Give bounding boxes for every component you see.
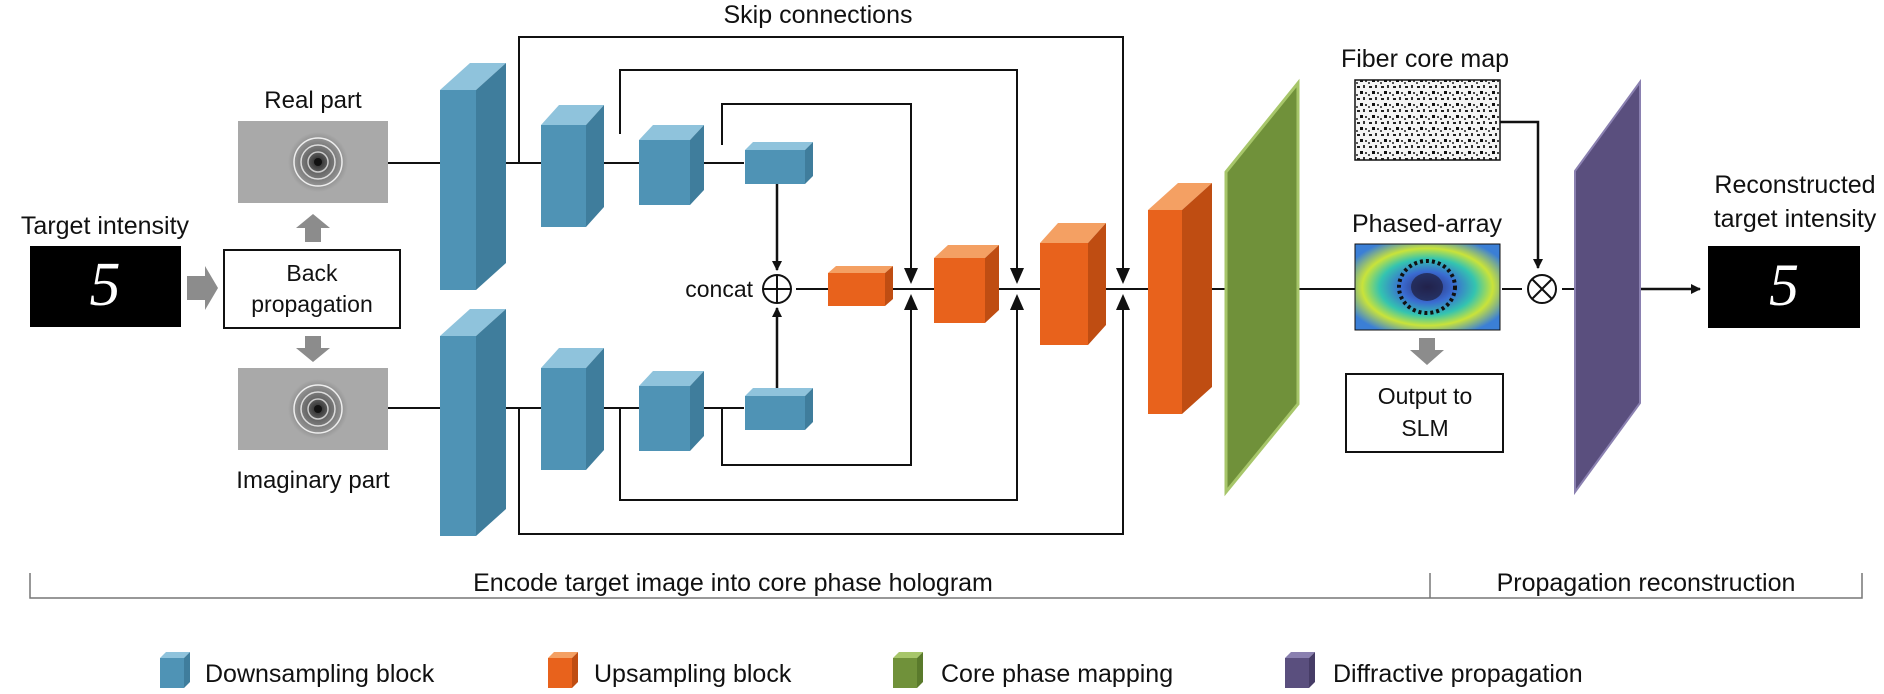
phased-array-image	[1354, 243, 1501, 331]
stage-propagation-label: Propagation reconstruction	[1497, 569, 1796, 597]
output-line2: SLM	[1401, 415, 1448, 441]
legend-label-diffractive: Diffractive propagation	[1333, 660, 1583, 688]
skip-connections-label: Skip connections	[723, 1, 912, 29]
legend-label-downsampling: Downsampling block	[205, 660, 435, 688]
gray-arrow-up-icon	[296, 214, 330, 242]
legend-label-core-phase: Core phase mapping	[941, 660, 1173, 688]
back-propagation-box	[223, 249, 401, 329]
gray-arrow-down-icon	[296, 336, 330, 362]
downsampling-block-2-bottom	[541, 348, 604, 470]
stage-bracket	[29, 573, 1863, 599]
legend-item-downsampling: Downsampling block	[160, 652, 435, 688]
stage-encode-label: Encode target image into core phase holo…	[473, 569, 993, 597]
fiber-core-map-label: Fiber core map	[1341, 45, 1509, 73]
gray-arrow-right-icon	[187, 266, 218, 310]
reconstructed-digit: 5	[1769, 252, 1799, 318]
output-slm-box	[1345, 373, 1504, 453]
downsampling-block-4-bottom	[745, 388, 813, 430]
downsampling-block-1-top	[440, 63, 506, 290]
legend-item-upsampling: Upsampling block	[548, 652, 792, 688]
target-intensity-label: Target intensity	[21, 212, 190, 240]
back-propagation-line2: propagation	[251, 291, 373, 317]
target-digit: 5	[90, 251, 121, 319]
downsampling-block-3-top	[639, 125, 704, 205]
fiber-core-map-image	[1354, 79, 1501, 161]
skip-arrowheads	[904, 268, 1130, 310]
real-part-image	[238, 121, 388, 203]
reconstructed-image	[1708, 246, 1860, 328]
core-phase-mapping-block	[1224, 78, 1300, 497]
diffractive-propagation-block	[1574, 78, 1641, 496]
downsampling-block-2-top	[541, 105, 604, 227]
gray-arrow-down-output-icon	[1410, 338, 1444, 365]
imaginary-part-label: Imaginary part	[236, 467, 390, 494]
imaginary-part-image	[238, 368, 388, 450]
real-part-label: Real part	[264, 87, 362, 114]
downsampling-block-1-bottom	[440, 309, 506, 536]
circle-plus-icon	[762, 274, 792, 304]
legend-item-diffractive: Diffractive propagation	[1285, 652, 1583, 688]
output-line1: Output to	[1378, 383, 1473, 409]
upsampling-block-1	[828, 266, 893, 306]
back-propagation-line1: Back	[286, 260, 338, 286]
legend-item-core-phase: Core phase mapping	[893, 652, 1173, 688]
reconstructed-label-line2: target intensity	[1714, 205, 1877, 233]
upsampling-block-2	[934, 245, 999, 323]
reconstructed-label-line1: Reconstructed	[1714, 171, 1875, 199]
skip-connections	[518, 36, 1124, 535]
concat-label: concat	[685, 276, 753, 302]
circle-times-icon	[1527, 274, 1557, 304]
upsampling-block-4	[1148, 183, 1212, 414]
legend-label-upsampling: Upsampling block	[594, 660, 792, 688]
downsampling-block-4-top	[745, 142, 813, 184]
legend: Downsampling block Upsampling block Core…	[160, 652, 1583, 688]
upsampling-block-3	[1040, 223, 1106, 345]
target-image	[30, 246, 181, 327]
downsampling-block-3-bottom	[639, 371, 704, 451]
phased-array-label: Phased-array	[1352, 210, 1503, 238]
